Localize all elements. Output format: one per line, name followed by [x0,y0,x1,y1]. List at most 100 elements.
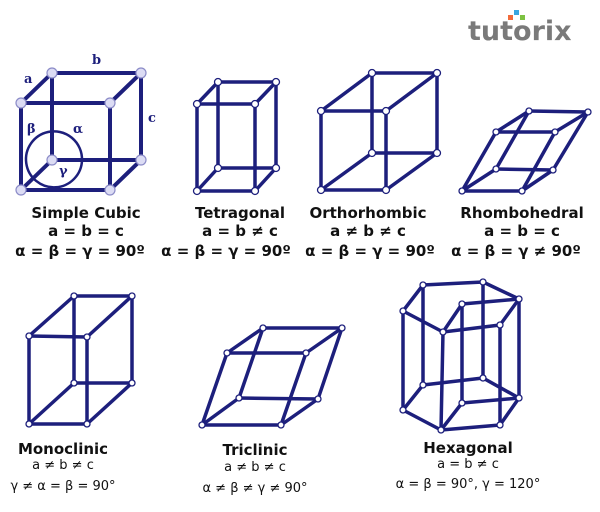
lattice-node [235,394,243,402]
simple-cubic-title: Simple Cubic [31,204,141,222]
lattice-node [104,184,116,196]
lattice-edge [460,130,498,193]
lattice-edge [421,376,485,387]
lattice-edge [401,408,443,432]
lattice-node [104,97,116,109]
lattice-node [419,381,427,389]
lattice-node [496,321,504,329]
lattice-edge [384,151,439,192]
lattice-node [213,77,223,87]
lattice-edge [460,396,521,405]
lattice-edge [19,158,54,192]
lattice-node [399,406,407,414]
lattice-edge [85,294,134,339]
lattice-edge [319,151,374,192]
simple-cubic-lattice [15,67,147,196]
lattice-node [70,379,78,387]
lattice-node [381,185,391,195]
tetragonal-lattice [192,77,281,196]
lattice-edge [439,423,502,432]
orthorhombic-lattice [316,68,442,195]
lattice-edge [553,110,590,134]
lattice-node [25,332,33,340]
lattice-edge [200,351,229,427]
hexagonal-edges: a = b ≠ c [437,457,499,472]
label-a: a [24,72,33,87]
lattice-node [515,295,523,303]
logo-dot-blue [514,10,519,15]
lattice-node [271,163,281,173]
lattice-edge [279,397,320,427]
tetragonal-edges: a = b ≠ c [202,222,278,240]
logo-text: tutorix [468,16,572,47]
lattice-node [367,148,377,158]
lattice-node [492,165,500,173]
lattice-node [192,99,202,109]
lattice-edge [237,396,320,401]
lattice-edge [460,167,498,193]
lattice-node [492,128,500,136]
lattice-edge [551,110,590,172]
lattice-node [135,154,147,166]
label-b: b [92,53,101,68]
lattice-edge [421,280,485,287]
triclinic-angles: α ≠ β ≠ γ ≠ 90° [202,481,308,496]
lattice-node [271,77,281,87]
lattice-node [458,399,466,407]
lattice-node [515,394,523,402]
rhombohedral-lattice [458,107,592,195]
lattice-edge [460,297,521,306]
lattice-node [70,292,78,300]
lattice-edge [439,401,464,432]
lattice-node [128,379,136,387]
lattice-edge [27,334,89,339]
lattice-edge [319,71,374,113]
lattice-edge [520,168,555,193]
lattice-edge [401,383,425,412]
lattice-edge [441,302,464,334]
lattice-edge [498,396,521,427]
monoclinic-title: Monoclinic [17,440,109,458]
lattice-edge [85,381,134,426]
lattice-node [381,106,391,116]
lattice-node [277,421,285,429]
lattice-edge [108,71,143,105]
lattice-node [458,300,466,308]
lattice-node [46,67,58,79]
lattice-node [316,185,326,195]
lattice-node [314,395,322,403]
lattice-node [518,187,526,195]
logo-dot-green [520,15,525,20]
lattice-node [250,99,260,109]
tetragonal-angles: α = β = γ = 90º [161,242,291,260]
lattice-node [399,307,407,315]
hexagonal-lattice [399,278,523,434]
tetragonal-title: Tetragonal [194,204,286,222]
lattice-node [198,421,206,429]
lattice-edge [494,109,531,134]
lattice-node [479,278,487,286]
lattice-node [316,106,326,116]
rhombohedral-title: Rhombohedral [460,204,584,222]
monoclinic-angles: γ ≠ α = β = 90° [10,479,116,494]
lattice-node [223,349,231,357]
logo-dot-orange [508,15,513,20]
lattice-node [496,421,504,429]
lattice-edge [527,109,590,114]
lattice-edge [441,323,502,334]
lattice-edge [279,351,308,427]
lattice-edge [200,396,241,427]
lattice-edge [498,297,521,327]
lattice-node [15,184,27,196]
lattice-node [302,349,310,357]
lattice-node [15,97,27,109]
triclinic-lattice [198,324,346,429]
monoclinic-edges: a ≠ b ≠ c [32,458,94,473]
orthorhombic-edges: a ≠ b ≠ c [330,222,406,240]
lattice-node [419,281,427,289]
lattice-edge [27,381,76,426]
rhombohedral-angles: α = β = γ ≠ 90º [451,242,581,260]
lattice-node [128,292,136,300]
lattice-node [437,426,445,434]
